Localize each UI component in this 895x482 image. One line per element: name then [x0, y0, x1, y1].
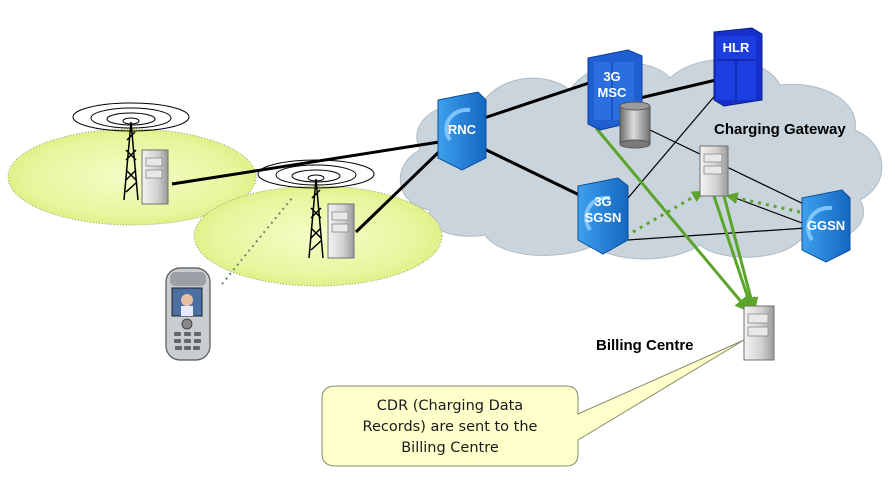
rnc-label: RNC	[448, 122, 477, 137]
mobile-phone-icon	[165, 267, 211, 361]
callout-line-3: Billing Centre	[401, 440, 499, 456]
ggsn-node: GGSN	[801, 189, 851, 263]
hlr-node: HLR	[713, 27, 763, 107]
sgsn-label-line2: SGSN	[585, 210, 622, 225]
ggsn-label: GGSN	[807, 218, 845, 233]
msc-label-line2: MSC	[598, 85, 628, 100]
charging-gateway-label: Charging Gateway	[714, 121, 846, 138]
antenna-tower-icon	[72, 102, 190, 201]
rnc-node: RNC	[437, 91, 487, 171]
callout-line-1: CDR (Charging Data	[377, 398, 523, 414]
callout-line-2: Records) are sent to the	[363, 419, 538, 435]
billing-centre-label: Billing Centre	[596, 337, 694, 354]
sgsn-label-line1: 3G	[594, 194, 611, 209]
base-station-server-icon	[141, 149, 169, 205]
thin-links	[621, 84, 813, 241]
database-icon	[619, 101, 651, 149]
base-station-server-icon	[327, 203, 355, 259]
antenna-tower-icon	[257, 159, 375, 259]
charging-gateway-server-icon	[699, 145, 729, 197]
msc-label-line1: 3G	[603, 69, 620, 84]
cdr-dotted-links	[625, 190, 801, 238]
radio-link-dotted	[221, 197, 293, 285]
sgsn-node: 3G SGSN	[577, 177, 629, 255]
cdr-callout: CDR (Charging Data Records) are sent to …	[321, 339, 745, 467]
cdr-arrows	[594, 127, 759, 313]
hlr-label: HLR	[723, 40, 750, 55]
billing-centre-server-icon	[743, 305, 775, 361]
